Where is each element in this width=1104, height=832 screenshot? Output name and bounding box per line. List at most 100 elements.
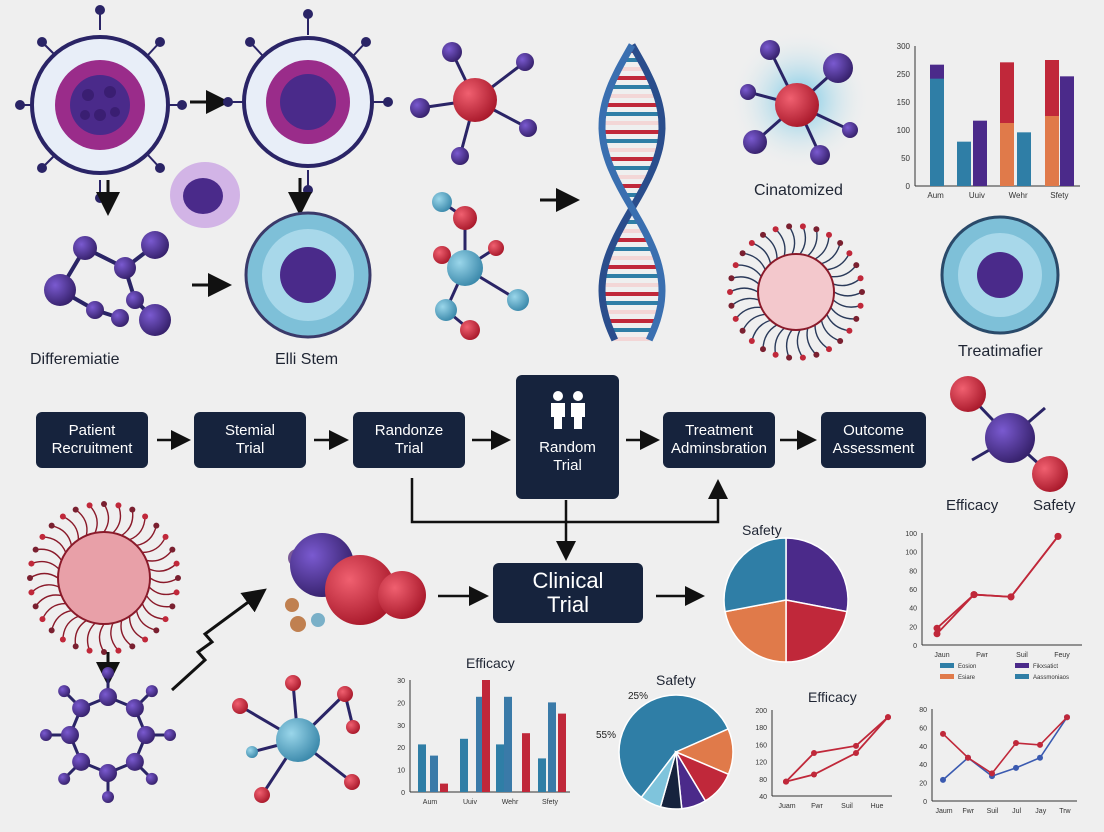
- line-point: [940, 730, 946, 737]
- ring-atom: [58, 685, 71, 698]
- x-tick-label: Hue: [871, 803, 884, 810]
- x-tick-label: Fwr: [811, 803, 823, 810]
- mixed-molecule: [432, 192, 529, 340]
- bar: [1017, 132, 1031, 186]
- x-tick-label: Jaum: [936, 808, 953, 815]
- spike-tip: [772, 351, 779, 358]
- bar: [482, 680, 490, 792]
- spike-tip: [169, 546, 176, 553]
- spike-tip: [739, 250, 746, 257]
- spike: [788, 225, 796, 255]
- line-series: [785, 716, 889, 783]
- x-tick-label: Suil: [841, 803, 853, 810]
- red-molecule-1: [410, 42, 537, 165]
- spike-tip: [732, 315, 739, 322]
- spike: [830, 307, 857, 320]
- spike: [832, 299, 861, 308]
- x-tick-label: Suil: [1016, 652, 1028, 659]
- line-point: [940, 776, 946, 783]
- spike: [142, 536, 167, 554]
- spiky-nanoparticle: [727, 223, 865, 361]
- spike-tip: [162, 616, 169, 623]
- spike-tip: [115, 647, 122, 654]
- spike-tip: [837, 338, 844, 345]
- bar: [957, 141, 971, 186]
- y-tick-label: 50: [901, 154, 910, 163]
- y-tick-label: 80: [919, 707, 927, 714]
- spike-tip: [728, 302, 735, 309]
- spike-tip: [169, 603, 176, 610]
- label-treatimafier: Treatimafier: [958, 343, 1043, 360]
- flow-step-text: Trial: [553, 457, 582, 474]
- ring-atom: [72, 699, 91, 718]
- spike: [148, 563, 178, 572]
- spike-tip: [86, 502, 93, 509]
- pie-slice: [724, 599, 787, 663]
- spike-tip: [813, 351, 820, 358]
- x-tick-label: Wehr: [1009, 191, 1028, 200]
- spike-tip: [39, 616, 46, 623]
- cell-illustration-2: [223, 9, 393, 195]
- pie-label: 55%: [596, 730, 616, 741]
- efficacy-safety-molecule: [950, 376, 1068, 492]
- spike: [833, 291, 863, 297]
- spike-tip: [32, 546, 39, 553]
- spike-tip: [153, 627, 160, 634]
- line-series: [785, 716, 889, 783]
- spike: [62, 515, 80, 540]
- spike: [89, 504, 98, 534]
- chart-title-safety-bottom: Safety: [656, 672, 696, 688]
- flow-step-text: Patient: [68, 422, 116, 439]
- bar: [522, 733, 530, 792]
- y-tick-label: 300: [897, 42, 911, 51]
- line-point: [1037, 741, 1043, 748]
- spike: [730, 297, 760, 307]
- ring-atom: [137, 726, 155, 744]
- spike-tip: [28, 560, 35, 567]
- people-icon: [550, 391, 585, 429]
- spike-tip: [732, 262, 739, 269]
- line-series: [942, 716, 1068, 775]
- legend-label: Eosion: [958, 664, 976, 670]
- ring-atom: [40, 729, 52, 741]
- spike-tip: [59, 513, 66, 520]
- spike-tip: [748, 338, 755, 345]
- flow-step-stemial-trial: Stemial Trial: [194, 412, 306, 468]
- y-tick-label: 80: [909, 568, 917, 575]
- stem-cell: [244, 211, 372, 339]
- y-tick-label: 100: [905, 531, 917, 538]
- bar: [558, 713, 566, 792]
- flow-step-text: Outcome: [843, 422, 904, 439]
- spike-tip: [48, 627, 55, 634]
- y-tick-label: 10: [397, 768, 405, 775]
- legend-swatch: [940, 674, 954, 679]
- y-tick-label: 100: [897, 126, 911, 135]
- spike: [826, 252, 851, 271]
- bar: [1060, 76, 1074, 186]
- chart-title-safety-mid: Safety: [742, 522, 782, 538]
- dna-strand: [598, 43, 666, 342]
- y-tick-label: 0: [906, 182, 911, 191]
- spike-tip: [786, 354, 793, 361]
- spike-tip: [846, 327, 853, 334]
- spike-tip: [153, 522, 160, 529]
- x-tick-label: Jay: [1035, 808, 1046, 815]
- spike-tip: [813, 226, 820, 233]
- pie-chart-safety-bottom: 25%55%: [596, 691, 734, 810]
- spike-tip: [101, 649, 107, 655]
- broken-arrow: [170, 588, 267, 692]
- spike-tip: [129, 506, 136, 513]
- spike: [807, 229, 818, 257]
- spike: [806, 327, 817, 356]
- flow-step-randonze-trial: Randonze Trial: [353, 412, 465, 468]
- line-series: [936, 535, 1059, 635]
- y-tick-label: 80: [759, 777, 767, 784]
- x-tick-label: Feuy: [1054, 652, 1070, 659]
- spike: [51, 524, 73, 546]
- flow-step-text: Random: [539, 439, 596, 456]
- label-efficacy: Efficacy: [946, 497, 999, 514]
- bar: [430, 755, 438, 792]
- spike-tip: [72, 506, 79, 513]
